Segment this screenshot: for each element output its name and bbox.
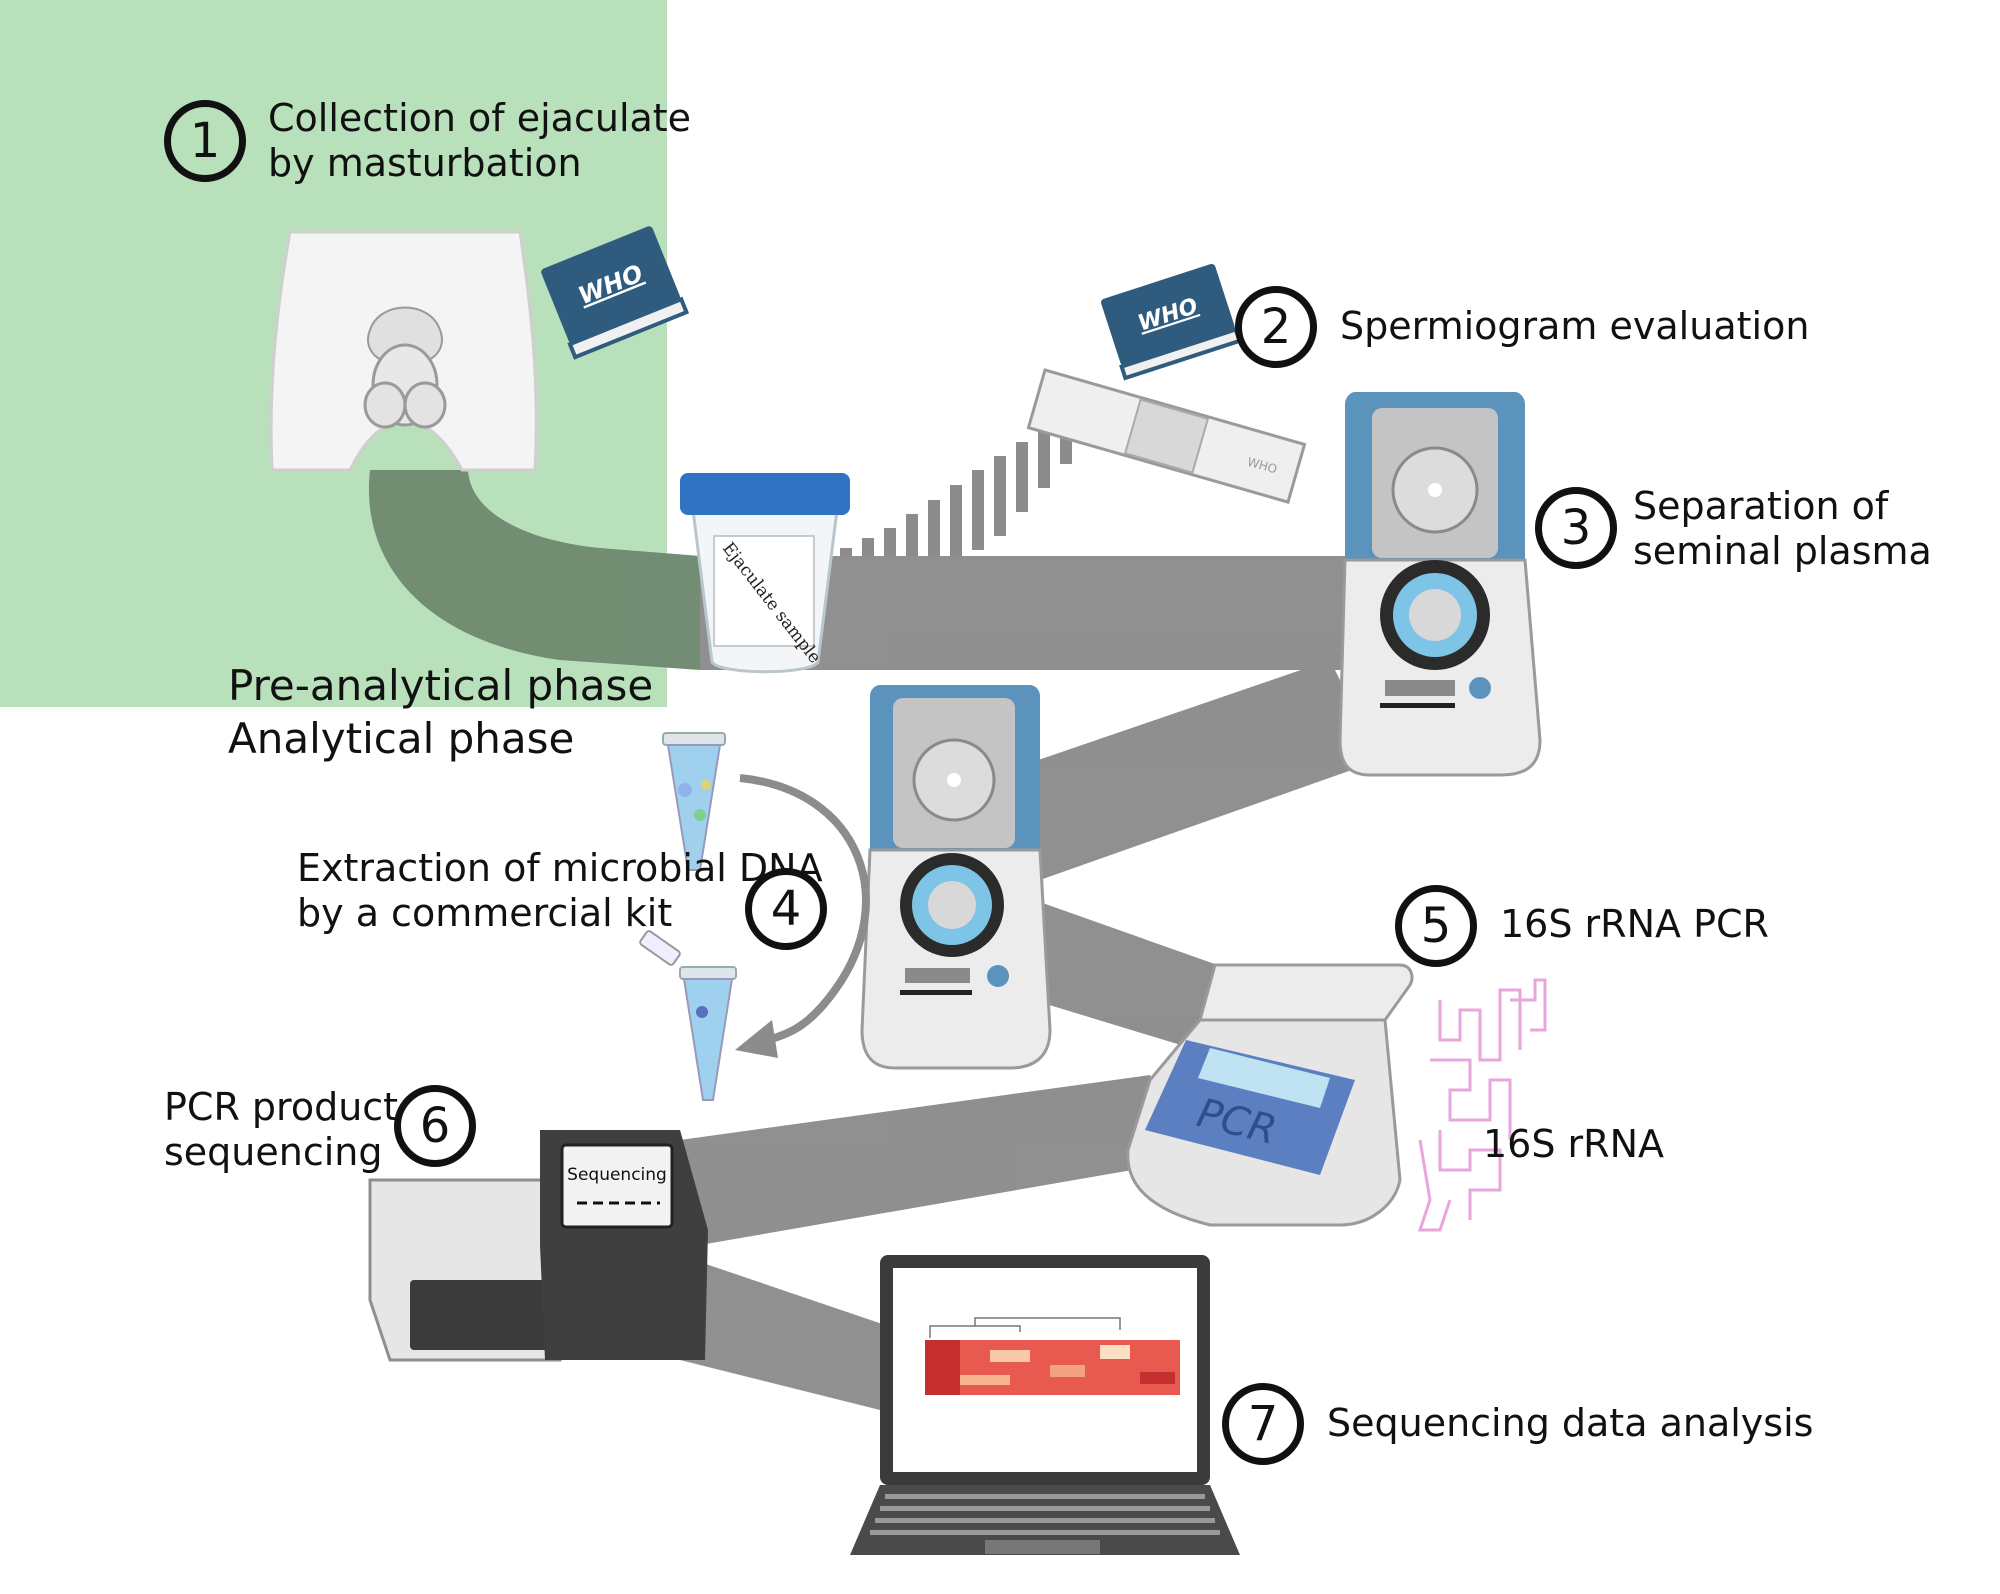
step-6-label-line1: PCR product xyxy=(164,1085,399,1129)
step-5-number: 5 xyxy=(1395,885,1477,967)
step-1-label-line2: by masturbation xyxy=(268,141,582,185)
step-3-label-line2: seminal plasma xyxy=(1633,529,1932,573)
centrifuge-3 xyxy=(1338,392,1542,777)
step-6-label-line2: sequencing xyxy=(164,1130,383,1174)
body-illustration xyxy=(269,230,538,472)
sequencer-screen-label: Sequencing xyxy=(567,1165,667,1185)
path-segment-5 xyxy=(680,1075,1190,1245)
slide-dash-connector xyxy=(840,420,1072,556)
pcr-machine: PCR xyxy=(1126,963,1414,1227)
step-7-label: Sequencing data analysis xyxy=(1327,1401,1814,1445)
tube-upper xyxy=(662,732,726,871)
step-7-number: 7 xyxy=(1222,1383,1304,1465)
tube-lower xyxy=(639,930,737,1101)
step-2-number: 2 xyxy=(1235,286,1317,368)
who-book-2: WHO xyxy=(1101,263,1242,381)
analytical-phase-label: Analytical phase xyxy=(228,714,575,763)
curved-arrow-head xyxy=(735,1020,778,1058)
sample-cup: Ejaculate sample xyxy=(680,473,850,674)
workflow-path xyxy=(368,470,1380,1410)
path-segment-4 xyxy=(1000,895,1260,1060)
step-3-label-line1: Separation of xyxy=(1633,484,1889,528)
heatmap-thumbnail xyxy=(925,1317,1180,1395)
who-book-1: WHO xyxy=(541,226,690,360)
rrna-structure xyxy=(1417,978,1547,1232)
step-4-label-line1: Extraction of microbial DNA xyxy=(297,846,823,890)
curved-arrow xyxy=(739,774,870,1046)
path-segment-1 xyxy=(368,470,700,670)
counting-slide: WHO xyxy=(1026,368,1307,504)
step-5-label: 16S rRNA PCR xyxy=(1500,902,1769,946)
step-4-label-line2: by a commercial kit xyxy=(297,891,673,935)
pre-analytical-phase-label: Pre-analytical phase xyxy=(228,661,654,710)
sequencer: Sequencing xyxy=(368,1130,708,1362)
step-2-label: Spermiogram evaluation xyxy=(1340,304,1810,348)
step-1-number: 1 xyxy=(164,100,246,182)
laptop xyxy=(850,1255,1240,1555)
centrifuge-4 xyxy=(860,685,1052,1070)
step-6-number: 6 xyxy=(394,1085,476,1167)
step-4-number: 4 xyxy=(745,868,827,950)
path-segment-2 xyxy=(700,556,1380,670)
step-3-number: 3 xyxy=(1535,487,1617,569)
rrna-label: 16S rRNA xyxy=(1483,1122,1665,1166)
step-1-label-line1: Collection of ejaculate xyxy=(268,96,692,140)
path-segment-3 xyxy=(980,660,1380,880)
